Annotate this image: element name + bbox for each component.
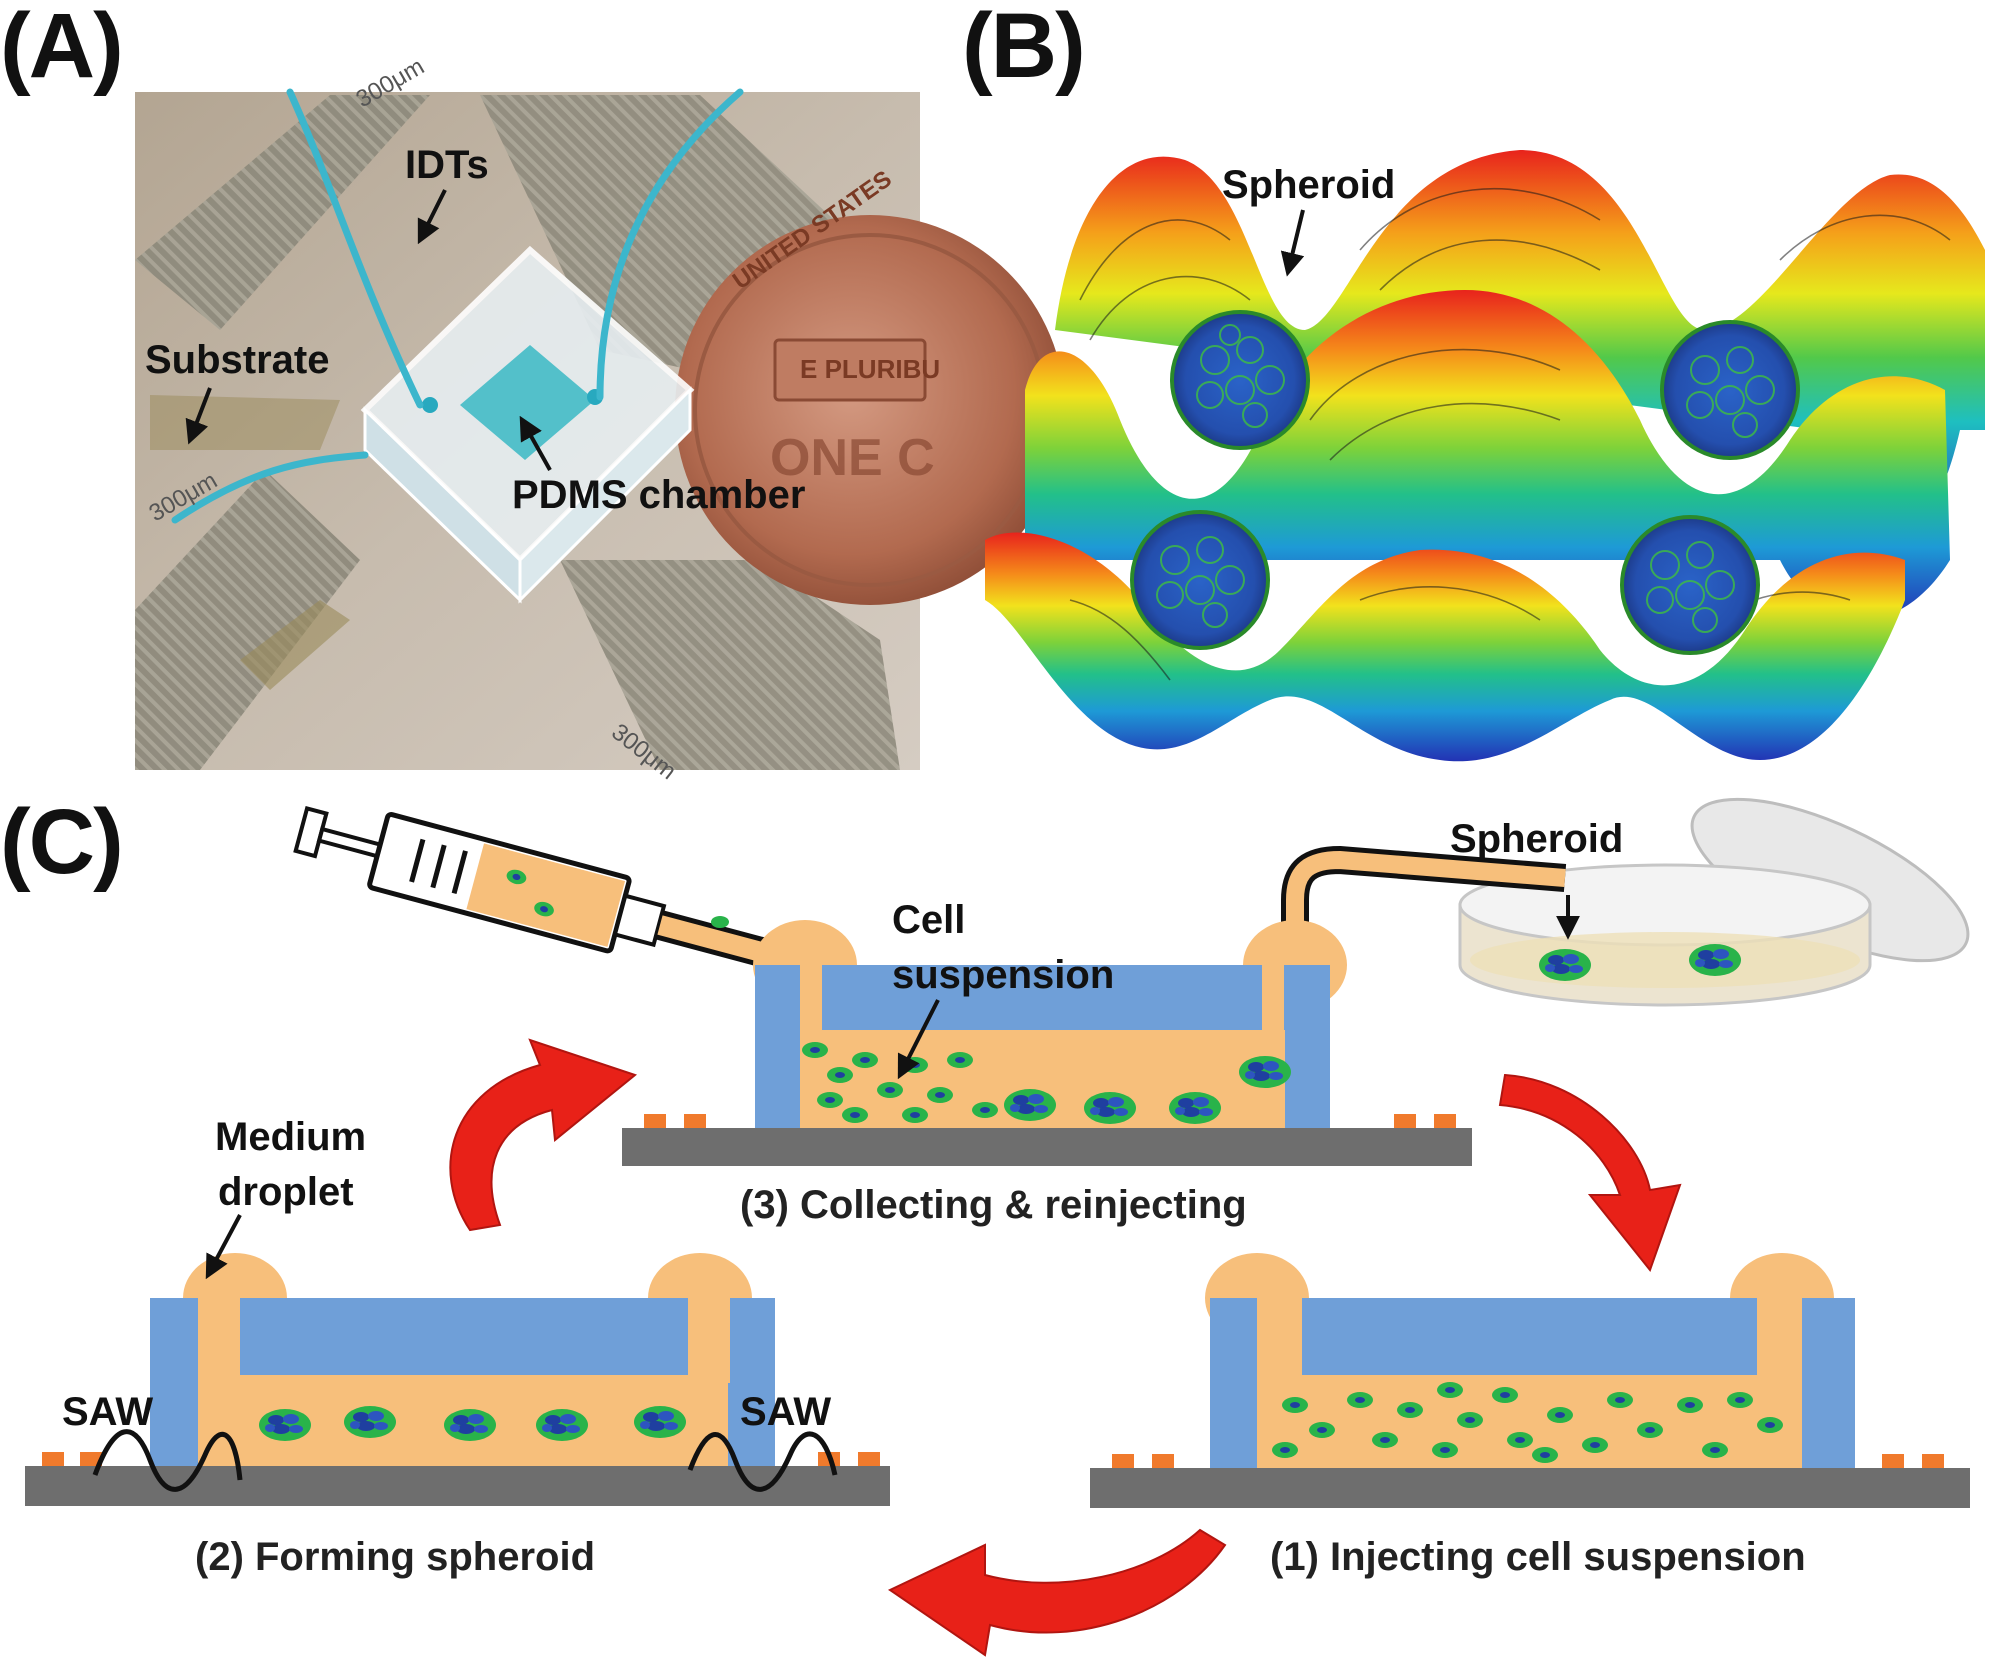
spheroid-arrow-b — [1280, 209, 1305, 277]
panel-c: Spheroid — [25, 797, 1970, 1657]
device-step1 — [1090, 1253, 1970, 1508]
medium-label: Medium — [215, 1115, 366, 1159]
spheroid-label-b: Spheroid — [1222, 163, 1395, 207]
syringe — [293, 805, 667, 954]
substrate-label: Substrate — [145, 338, 330, 382]
panel-a: E PLURIBU UNITED STATES ONE C 300μm 300μ… — [135, 53, 1065, 785]
panel-label-a: (A) — [0, 0, 124, 97]
arrow-1-to-2 — [887, 1528, 1227, 1657]
spheroid-b3 — [1130, 510, 1270, 650]
cycle-arrows — [449, 1038, 1682, 1657]
droplet-arrow — [205, 1214, 242, 1280]
cell-suspension-arrow — [897, 999, 940, 1080]
substrate-arrow — [185, 387, 212, 445]
spheroid-b2 — [1660, 320, 1800, 460]
arrow-2-to-3 — [449, 1038, 638, 1232]
step2-caption: (2) Forming spheroid — [195, 1535, 595, 1579]
saw-wave-right — [687, 1431, 838, 1492]
surface-front — [985, 532, 1905, 762]
coin-text-one: ONE C — [770, 429, 935, 487]
device-step2: SAW SAW Medium droplet — [25, 1115, 890, 1506]
saw-wave-left — [92, 1429, 243, 1492]
idts-arrow — [417, 189, 447, 245]
coin-text-pluribus: E PLURIBU — [800, 354, 940, 384]
saw-label-right: SAW — [740, 1390, 831, 1434]
spheroid-b4 — [1620, 515, 1760, 655]
pdms-arrow — [519, 415, 552, 471]
tubing — [171, 88, 744, 524]
arrow-3-to-1 — [1498, 1073, 1682, 1273]
idts-label: IDTs — [405, 143, 489, 187]
spheroid-b1 — [1170, 310, 1310, 450]
saw-label-left: SAW — [62, 1390, 153, 1434]
panel-label-c: (C) — [0, 791, 124, 893]
step3-caption: (3) Collecting & reinjecting — [740, 1183, 1247, 1227]
droplet-label: droplet — [218, 1170, 354, 1214]
panel-b: Spheroid — [985, 150, 1985, 762]
suspension-label: suspension — [892, 953, 1114, 997]
cell-label: Cell — [892, 898, 965, 942]
step1-caption: (1) Injecting cell suspension — [1270, 1535, 1806, 1579]
panel-label-b: (B) — [962, 0, 1086, 97]
spheroid-label-c: Spheroid — [1450, 817, 1623, 861]
device-step3: Cell suspension — [622, 898, 1472, 1166]
pdms-chamber-label: PDMS chamber — [512, 473, 805, 517]
